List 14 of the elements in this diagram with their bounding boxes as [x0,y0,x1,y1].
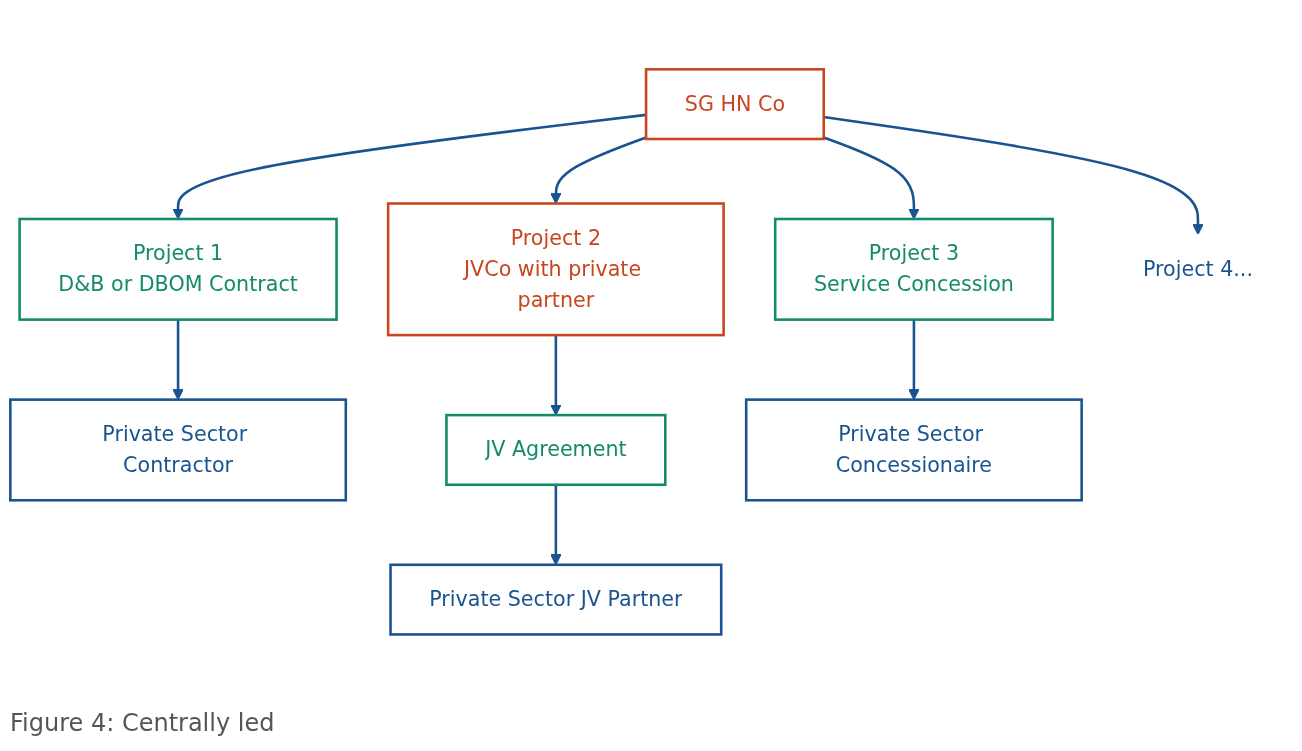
node-text: Project 4... [1142,256,1253,281]
arrow [172,319,184,400]
node-box: Project 3 Service Concession [773,217,1054,321]
arrow [550,484,562,565]
node-box: Project 1 D&B or DBOM Contract [18,217,338,321]
arrow [908,319,920,400]
figure-caption: Figure 4: Centrally led [10,708,275,739]
arrow [550,135,647,204]
node-box: Private Sector Contractor [9,397,348,502]
node-box: Project 2 JVCo with private partner [386,201,725,336]
node-box: Private Sector JV Partner [389,563,723,636]
node-box: SG HN Co [644,67,825,140]
arrow [823,115,1204,235]
node-box: Private Sector Concessionaire [744,397,1083,502]
